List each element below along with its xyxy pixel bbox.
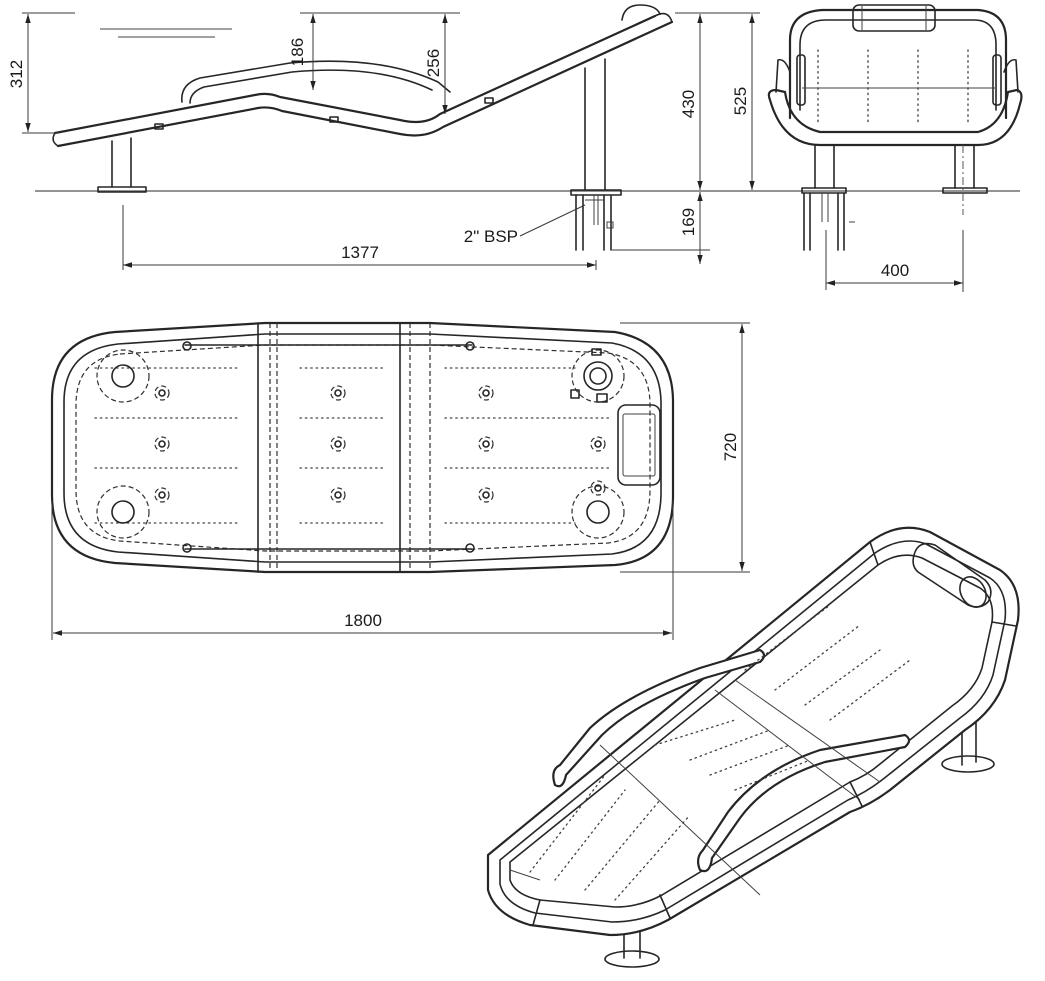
dim-1800-label: 1800 <box>344 611 382 630</box>
right-armrest <box>1003 58 1019 93</box>
front-base-plate <box>570 189 622 196</box>
iso-segment-line <box>734 679 881 783</box>
bed-head-end <box>654 12 673 23</box>
iso-foot-plate <box>604 950 660 968</box>
dim-169-label: 169 <box>679 208 698 236</box>
iso-band <box>532 899 541 926</box>
isometric-view <box>486 526 1020 968</box>
top-view: 720 1800 <box>50 321 750 640</box>
water-inlet-inner <box>589 367 607 385</box>
inlet-nozzle <box>591 348 602 356</box>
bed-bottom-edge <box>56 20 674 148</box>
dim-430-label: 430 <box>679 90 698 118</box>
iso-perforations <box>529 604 911 901</box>
front-seat-band <box>767 88 1023 147</box>
iso-seat-surface <box>509 554 994 908</box>
left-arm-pad <box>796 54 806 106</box>
rail-end <box>182 341 192 351</box>
dim-720-label: 720 <box>721 433 740 461</box>
iso-band <box>659 894 671 919</box>
iso-headrest <box>912 542 992 608</box>
top-seat-dashed-outline <box>75 344 651 552</box>
rail-end <box>182 543 192 553</box>
iso-headrest-end <box>959 576 987 608</box>
nut <box>606 221 614 229</box>
headrest-pillow <box>852 4 936 32</box>
headrest-top-view <box>617 404 661 486</box>
iso-band <box>869 541 879 566</box>
bsp-callout-label: 2" BSP <box>464 227 518 246</box>
rear-foot-plate <box>97 186 147 193</box>
iso-armrest-right <box>696 733 911 873</box>
right-arm-pad <box>992 54 1002 106</box>
front-view: 400 <box>767 4 1023 292</box>
front-frame-inner <box>799 19 997 111</box>
leg-circle <box>586 500 610 524</box>
water-inlet-outer <box>583 361 613 391</box>
leg-footprint <box>96 485 150 539</box>
callout-leader <box>519 204 586 237</box>
front-leg-plate <box>801 187 847 194</box>
headrest-profile <box>621 4 661 21</box>
iso-foot-plate <box>941 755 995 773</box>
iso-segment-line <box>599 744 761 896</box>
dim-1377-label: 1377 <box>341 243 379 262</box>
dim-186-label: 186 <box>288 38 307 66</box>
inlet-nozzle <box>570 389 580 399</box>
clip <box>154 123 164 130</box>
leg-circle <box>111 364 135 388</box>
left-armrest <box>775 58 791 93</box>
armrest-rail-bottom <box>189 69 433 104</box>
iso-band <box>991 621 1017 627</box>
leg-circle <box>111 500 135 524</box>
leg-footprint <box>96 349 150 403</box>
dim-256-label: 256 <box>424 49 443 77</box>
side-view: 312 186 256 430 525 169 1377 2" BSP <box>7 4 1020 270</box>
iso-frame-outer <box>486 526 1020 937</box>
front-frame-outer <box>788 8 1008 120</box>
front-leg-plate <box>942 187 988 194</box>
top-frame-outer <box>50 321 675 574</box>
iso-band <box>849 781 863 807</box>
leg-footprint <box>571 485 625 539</box>
bed-foot-end <box>52 132 59 147</box>
iso-segment-line <box>509 869 541 881</box>
iso-frame-inner <box>499 540 1007 923</box>
bed-top-edge <box>53 14 657 135</box>
clip <box>484 97 494 104</box>
rail-end <box>465 341 475 351</box>
dim-525-label: 525 <box>731 87 750 115</box>
iso-segment-line <box>714 689 861 801</box>
jet-nozzles <box>154 385 606 503</box>
top-frame-inner <box>63 333 662 563</box>
dim-400-label: 400 <box>881 261 909 280</box>
dim-312-label: 312 <box>7 60 26 88</box>
inlet-nozzle <box>596 393 608 403</box>
armrest-rail-top <box>181 60 451 103</box>
rail-end <box>465 543 475 553</box>
iso-armrest-left <box>552 648 766 788</box>
clip <box>329 116 339 123</box>
headrest-inner <box>622 413 656 477</box>
